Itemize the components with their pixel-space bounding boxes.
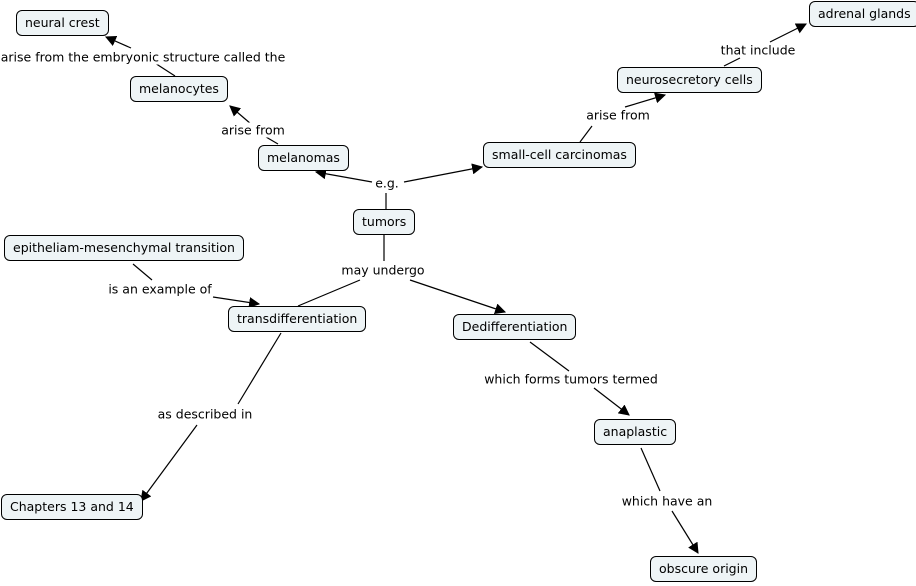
node-adrenal-glands[interactable]: adrenal glands [809, 1, 916, 27]
node-neural-crest[interactable]: neural crest [16, 10, 109, 36]
link-label-arise-from: arise from [219, 122, 287, 138]
node-small-cell-carcinomas[interactable]: small-cell carcinomas [483, 142, 636, 168]
link-label-that-include: that include [718, 42, 798, 58]
connector-arrow [593, 387, 630, 416]
link-label-may-undergo: may undergo [339, 262, 427, 278]
node-obscure-origin[interactable]: obscure origin [650, 556, 758, 582]
connector-arrow [671, 510, 699, 554]
node-tumors[interactable]: tumors [353, 209, 416, 235]
link-label-example-of: is an example of [106, 281, 214, 297]
connector-line [237, 332, 282, 405]
connector-arrow [403, 163, 484, 183]
link-label-arise-from: arise from [584, 107, 652, 123]
connector-arrow [314, 168, 373, 183]
connector-line [579, 125, 593, 143]
connector-arrow [212, 296, 261, 308]
node-dedifferentiation[interactable]: Dedifferentiation [453, 314, 577, 340]
connector-arrow [769, 23, 807, 43]
connector-line [723, 57, 741, 67]
node-anaplastic[interactable]: anaplastic [594, 419, 677, 445]
connector-arrow [409, 279, 507, 315]
connector-arrow [229, 105, 252, 125]
connector-line [265, 136, 279, 145]
node-transdifferentiation[interactable]: transdifferentiation [228, 306, 367, 332]
connector-arrow [140, 424, 198, 502]
connector-arrow [624, 92, 667, 108]
node-melanocytes[interactable]: melanocytes [130, 76, 228, 102]
node-melanomas[interactable]: melanomas [258, 145, 349, 171]
link-label-eg: e.g. [373, 175, 401, 191]
node-epithelial-mesenchymal-transition[interactable]: epitheliam-mesenchymal transition [4, 235, 244, 261]
link-label-which-have: which have an [619, 493, 715, 509]
connector-line [529, 341, 570, 372]
link-label-arise-embryonic: arise from the embryonic structure calle… [0, 49, 288, 65]
link-label-forms-tumors: which forms tumors termed [482, 371, 660, 387]
link-label-described-in: as described in [155, 406, 255, 422]
node-chapters-13-and-14[interactable]: Chapters 13 and 14 [1, 494, 143, 520]
node-neurosecretory-cells[interactable]: neurosecretory cells [617, 67, 762, 93]
connector-line [132, 263, 153, 281]
connector-line [640, 447, 661, 492]
connector-line [297, 279, 361, 307]
connector-arrow [104, 35, 132, 49]
